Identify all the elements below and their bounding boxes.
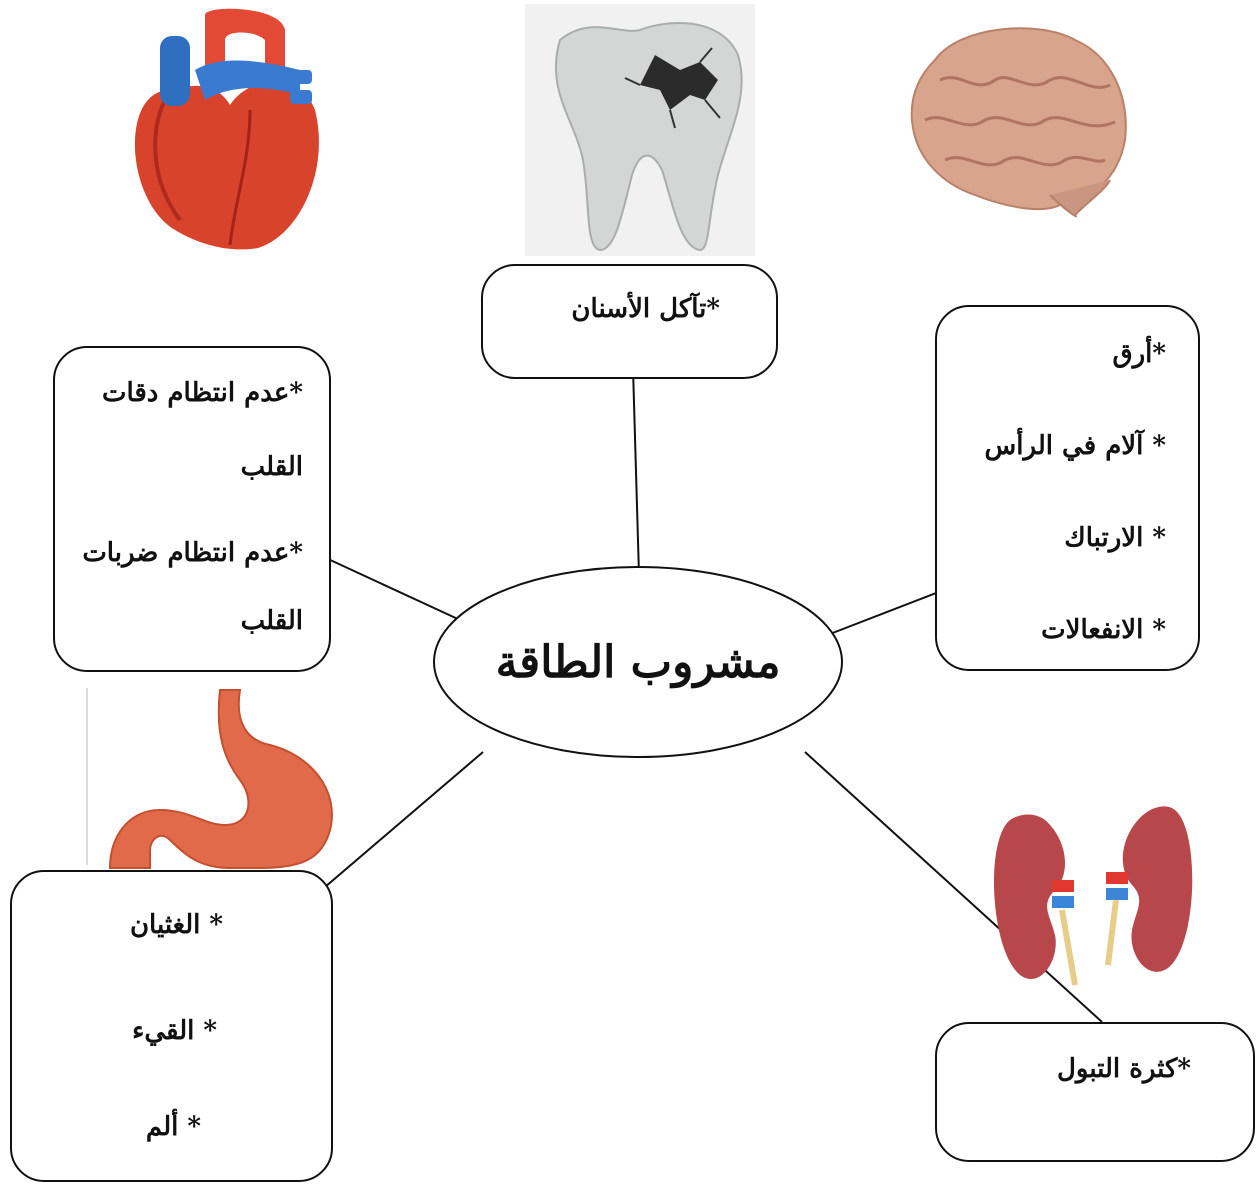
brain-item: * آلام في الرأس <box>985 431 1166 461</box>
stomach-item: * القيء <box>132 1016 217 1046</box>
stomach-item: * ألم <box>146 1112 201 1142</box>
kidney-effects-box: *كثرة التبول <box>935 1022 1255 1162</box>
stomach-effects-box: * الغثيان * القيء * ألم <box>10 870 333 1182</box>
brain-effects-box: *أرق * آلام في الرأس * الارتباك * الانفع… <box>935 305 1200 671</box>
brain-illustration <box>912 28 1126 216</box>
connector-teeth <box>633 368 639 575</box>
brain-item: *أرق <box>1112 339 1166 369</box>
teeth-item: *تآكل الأسنان <box>571 294 720 324</box>
brain-item: * الانفعالات <box>1041 615 1166 645</box>
heart-illustration <box>135 9 319 250</box>
heart-item: *عدم انتظام دقات <box>102 378 303 408</box>
center-title: مشروب الطاقة <box>434 582 842 742</box>
kidney-item: *كثرة التبول <box>1057 1054 1191 1084</box>
stomach-illustration <box>87 688 332 868</box>
brain-item: * الارتباك <box>1064 523 1166 553</box>
connector-stomach <box>318 752 483 893</box>
heart-item: القلب <box>241 606 303 636</box>
stomach-item: * الغثيان <box>130 910 223 940</box>
kidneys-illustration <box>994 806 1192 985</box>
cracked-tooth-illustration <box>525 4 755 256</box>
heart-effects-box: *عدم انتظام دقات القلب *عدم انتظام ضربات… <box>53 346 331 672</box>
teeth-effects-box: *تآكل الأسنان <box>481 264 778 379</box>
heart-item: القلب <box>241 452 303 482</box>
heart-item: *عدم انتظام ضربات <box>82 538 303 568</box>
